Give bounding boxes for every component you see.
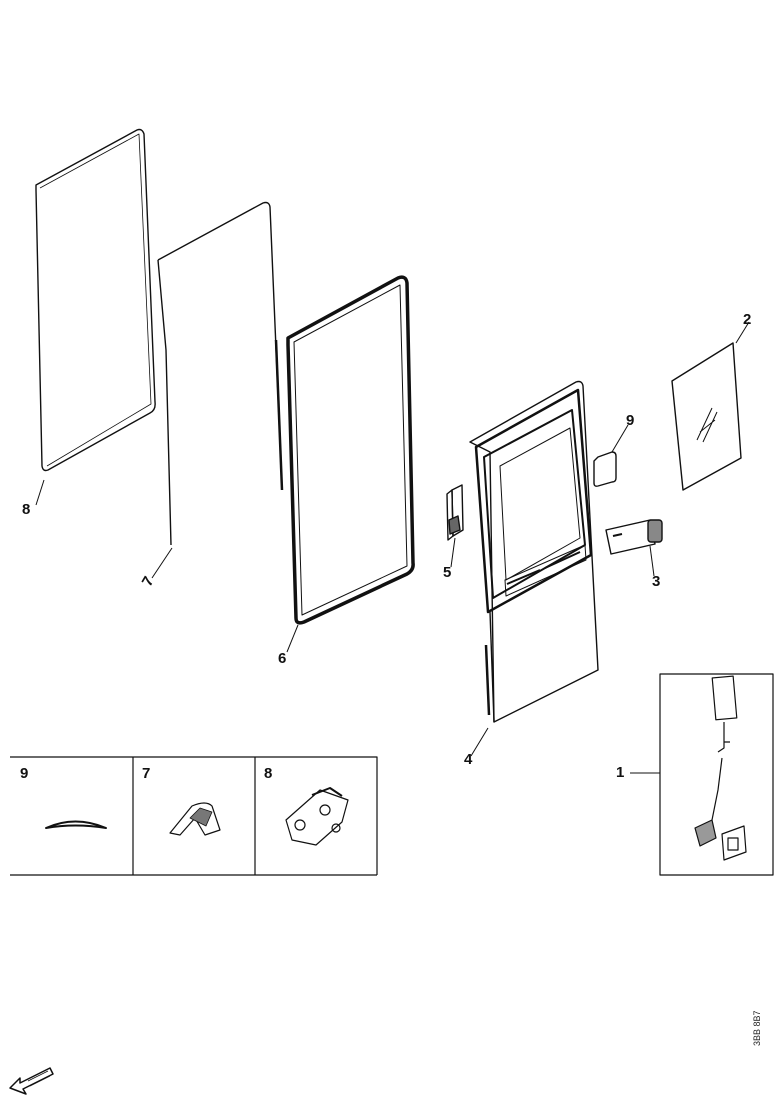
callout-2: 2 [743,311,752,328]
inset-label-7: 7 [142,765,151,782]
callout-6: 6 [278,650,287,667]
callout-4: 4 [464,751,473,768]
door-frame-4 [469,380,599,723]
glass-panel-2 [671,342,742,491]
callout-3: 3 [652,573,661,590]
gasket-7 [157,201,284,546]
inset-box-1 [659,673,774,876]
document-id: 3BB 8B7 [752,1010,762,1046]
orientation-arrow [9,1067,54,1095]
cover-9 [593,451,617,487]
inset-boxes [10,756,378,876]
callout-5: 5 [443,564,452,581]
handle-3 [605,519,663,555]
callout-1: 1 [616,764,625,781]
glass-panel-8 [35,128,156,472]
leader-lines [35,321,750,774]
hinge-5 [446,484,464,541]
callout-8: 8 [22,501,31,518]
inner-glass-6 [286,275,415,625]
inset-label-9: 9 [20,765,29,782]
callout-9: 9 [626,412,635,429]
inset-label-8: 8 [264,765,273,782]
